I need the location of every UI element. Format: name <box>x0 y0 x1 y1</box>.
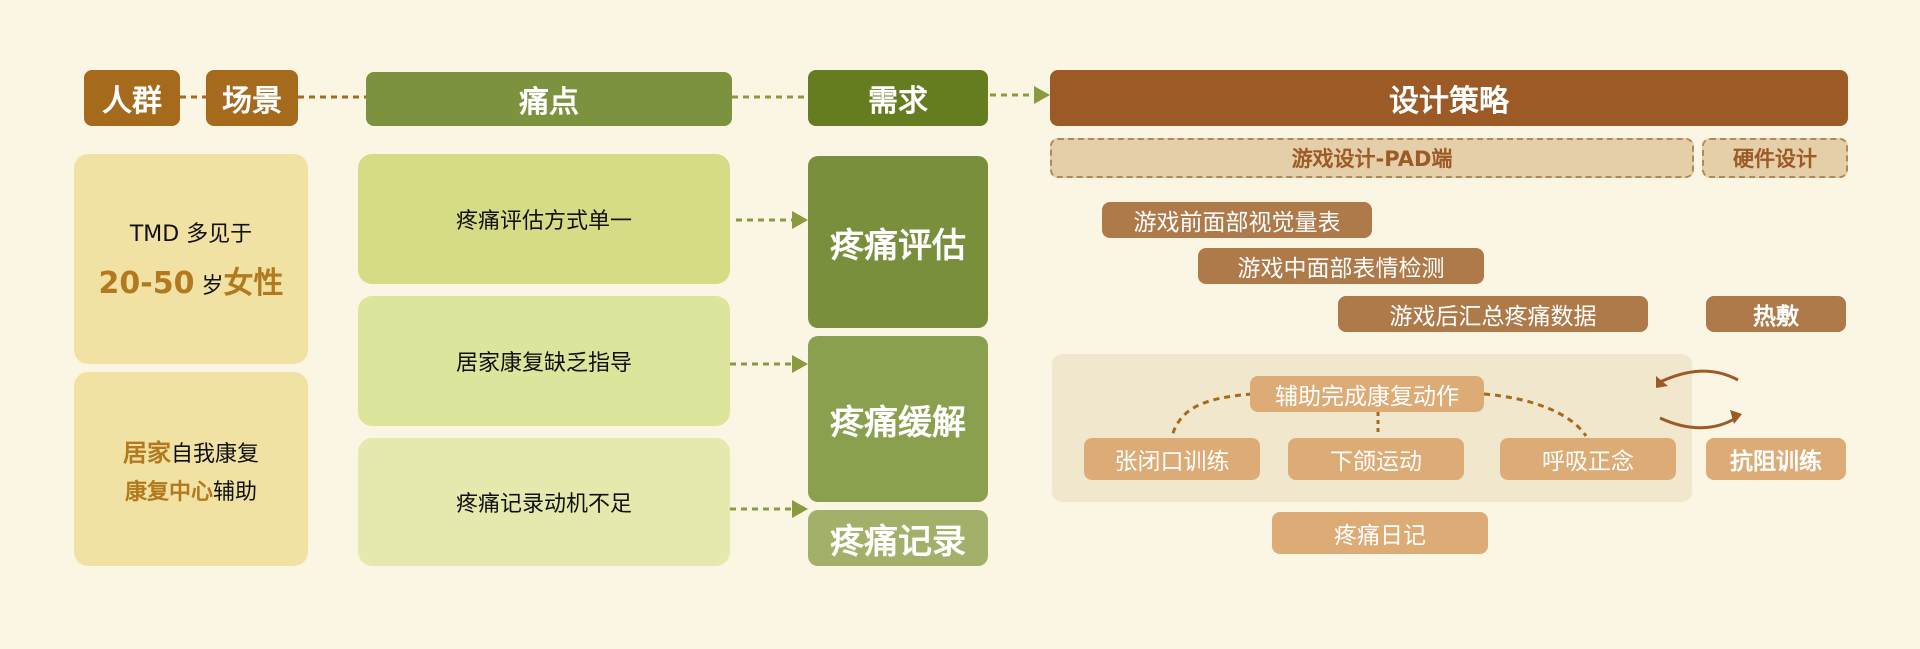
scene-card: 居家自我康复 康复中心辅助 <box>74 372 308 566</box>
arrow-need-design <box>1034 86 1050 104</box>
need-card-3: 疼痛记录 <box>808 510 988 566</box>
pain-diary-box: 疼痛日记 <box>1272 512 1488 554</box>
crowd-header: 人群 <box>84 70 180 126</box>
design-strategy-header: 设计策略 <box>1050 70 1848 126</box>
feature-pre-game-scale: 游戏前面部视觉量表 <box>1102 202 1372 238</box>
scene-line2: 康复中心辅助 <box>124 479 258 505</box>
cycle-arrow-bottom <box>1659 416 1737 430</box>
assist-rehab-box: 辅助完成康复动作 <box>1250 376 1484 412</box>
crowd-card: TMD 多见于 20-50 岁女性 <box>74 154 308 364</box>
pain-card-2: 居家康复缺乏指导 <box>358 296 730 426</box>
need-card-2: 疼痛缓解 <box>808 336 988 502</box>
curve-assist-to-open-close <box>1170 392 1253 437</box>
exercise-breathing: 呼吸正念 <box>1500 438 1676 480</box>
need-card-1: 疼痛评估 <box>808 156 988 328</box>
age-range: 20-50 <box>98 266 195 301</box>
hardware-design-tag: 硬件设计 <box>1702 138 1848 178</box>
age-unit: 岁 <box>194 274 224 299</box>
resist-training-box: 抗阻训练 <box>1706 438 1846 480</box>
feature-in-game-detection: 游戏中面部表情检测 <box>1198 248 1484 284</box>
scene-line1: 居家自我康复 <box>122 438 259 467</box>
pain-card-1: 疼痛评估方式单一 <box>358 154 730 284</box>
curve-assist-to-breathing <box>1483 392 1588 437</box>
gender: 女性 <box>223 266 284 301</box>
crowd-line2: 20-50 岁女性 <box>99 258 284 302</box>
exercise-open-close: 张闭口训练 <box>1084 438 1260 480</box>
scene-header: 场景 <box>206 70 298 126</box>
exercise-jaw-movement: 下颌运动 <box>1288 438 1464 480</box>
cycle-arrow-top <box>1659 369 1739 384</box>
feature-post-game-summary: 游戏后汇总疼痛数据 <box>1338 296 1648 332</box>
need-header: 需求 <box>808 70 988 126</box>
game-design-tag: 游戏设计-PAD端 <box>1050 138 1694 178</box>
hot-compress-box: 热敷 <box>1706 296 1846 332</box>
crowd-line1: TMD 多见于 <box>129 222 253 247</box>
pain-card-3: 疼痛记录动机不足 <box>358 438 730 566</box>
pain-header: 痛点 <box>366 72 732 126</box>
